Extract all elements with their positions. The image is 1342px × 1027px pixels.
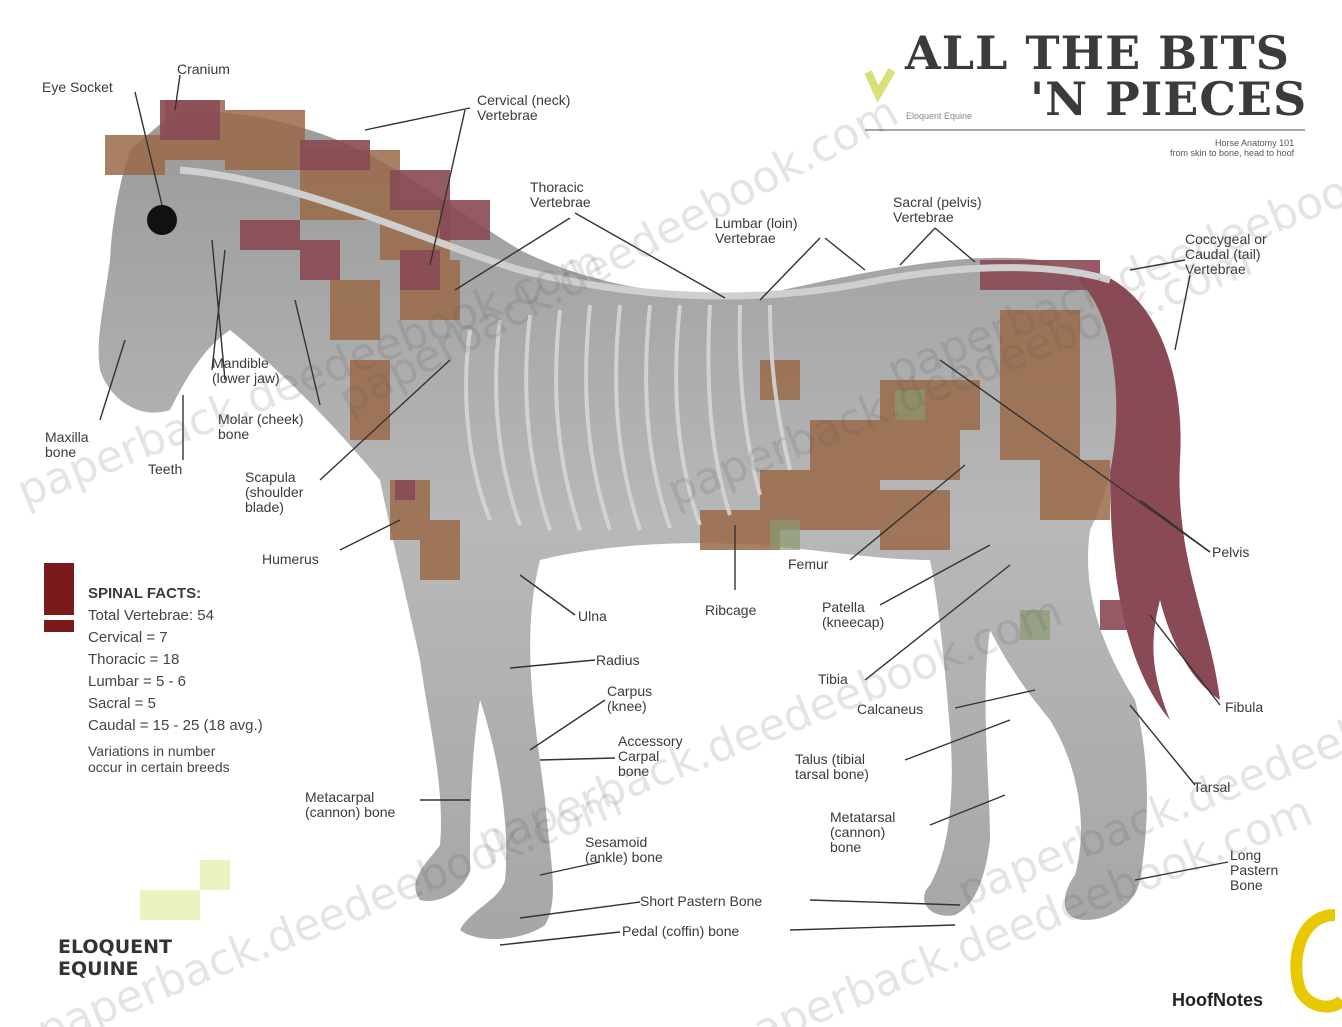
spinal-facts-line: Lumbar = 5 - 6: [88, 671, 263, 693]
spinal-facts-line: Cervical = 7: [88, 627, 263, 649]
spinal-facts-line: Total Vertebrae: 54: [88, 605, 263, 627]
label-femur: Femur: [788, 557, 828, 572]
hoofnotes-logo: HoofNotes: [1172, 990, 1263, 1011]
label-pelvis: Pelvis: [1212, 545, 1249, 560]
label-patella: Patella (kneecap): [822, 600, 884, 630]
warning-exclamation-dot: [44, 620, 74, 632]
spinal-facts-line: Thoracic = 18: [88, 649, 263, 671]
label-carpus: Carpus (knee): [607, 684, 652, 714]
label-metacarpal: Metacarpal (cannon) bone: [305, 790, 395, 820]
label-short-pastern: Short Pastern Bone: [640, 894, 762, 909]
label-metatarsal: Metatarsal (cannon) bone: [830, 810, 895, 855]
label-ribcage: Ribcage: [705, 603, 756, 618]
title-credit: Horse Anatomy 101 from skin to bone, hea…: [1170, 138, 1294, 158]
label-eye-socket: Eye Socket: [42, 80, 113, 95]
spinal-facts-line: Sacral = 5: [88, 693, 263, 715]
label-radius: Radius: [596, 653, 640, 668]
label-cranium: Cranium: [177, 62, 230, 77]
label-pedal-bone: Pedal (coffin) bone: [622, 924, 739, 939]
label-sesamoid: Sesamoid (ankle) bone: [585, 835, 663, 865]
hoofnotes-yellow-mark: [1296, 915, 1342, 1007]
spinal-facts-line: Caudal = 15 - 25 (18 avg.): [88, 715, 263, 737]
label-sacral-vertebrae: Sacral (pelvis) Vertebrae: [893, 195, 982, 225]
label-talus: Talus (tibial tarsal bone): [795, 752, 869, 782]
eye-socket-mark: [147, 205, 177, 235]
spinal-facts-box: SPINAL FACTS: Total Vertebrae: 54 Cervic…: [88, 583, 263, 775]
spinal-facts-heading: SPINAL FACTS:: [88, 583, 263, 605]
warning-exclamation-icon: [44, 563, 74, 615]
label-cervical-vertebrae: Cervical (neck) Vertebrae: [477, 93, 570, 123]
label-humerus: Humerus: [262, 552, 319, 567]
eloquent-equine-logo-mark: [140, 860, 230, 920]
label-scapula: Scapula (shoulder blade): [245, 470, 303, 515]
label-fibula: Fibula: [1225, 700, 1263, 715]
spinal-facts-note: Variations in number occur in certain br…: [88, 743, 263, 775]
title-tagline: Eloquent Equine: [906, 111, 972, 121]
label-thoracic-vertebrae: Thoracic Vertebrae: [530, 180, 591, 210]
label-ulna: Ulna: [578, 609, 607, 624]
page-title: ALL THE BITS 'N PIECES: [905, 30, 1307, 122]
